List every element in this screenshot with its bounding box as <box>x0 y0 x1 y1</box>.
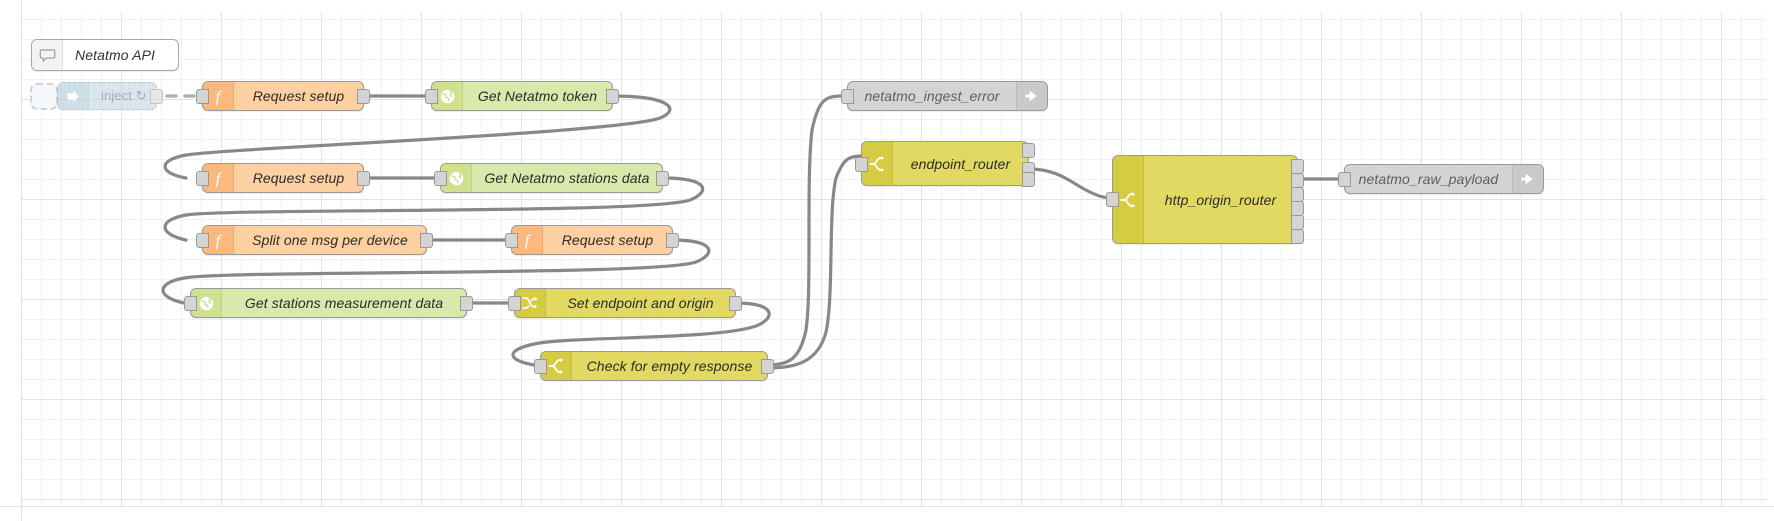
http-request-node-get-netatmo-token[interactable]: Get Netatmo token <box>425 81 619 111</box>
input-port[interactable] <box>196 89 209 104</box>
inject-node-label: inject ↻ <box>101 88 147 103</box>
svg-text:f: f <box>216 169 223 187</box>
input-port[interactable] <box>184 296 197 311</box>
input-port[interactable] <box>434 171 447 186</box>
comment-bubble-icon <box>32 40 63 70</box>
input-port[interactable] <box>196 171 209 186</box>
link-out-node-netatmo-ingest-error[interactable]: netatmo_ingest_error <box>841 81 1048 111</box>
output-port[interactable] <box>656 171 669 186</box>
output-port-5[interactable] <box>1291 215 1304 230</box>
link-out-arrow-icon <box>1016 82 1047 110</box>
node-label: Get Netatmo stations data <box>484 170 650 186</box>
function-node-request-setup-3[interactable]: f Request setup <box>505 225 679 255</box>
canvas-bottom-edge <box>0 506 1774 507</box>
switch-node-http-origin-router[interactable]: http_origin_router <box>1106 155 1304 244</box>
node-label: Get stations measurement data <box>244 295 444 311</box>
function-f-icon: f <box>203 82 234 110</box>
function-f-icon: f <box>203 164 234 192</box>
svg-text:f: f <box>525 231 532 249</box>
output-port[interactable] <box>729 296 742 311</box>
input-port[interactable] <box>1106 192 1119 207</box>
node-label: http_origin_router <box>1164 191 1277 208</box>
output-port-4[interactable] <box>1291 201 1304 216</box>
node-label: netatmo_raw_payload <box>1358 171 1499 187</box>
output-port-1[interactable] <box>1022 143 1035 158</box>
node-label: netatmo_ingest_error <box>864 88 1000 104</box>
switch-branch-icon <box>862 142 893 185</box>
node-label: Request setup <box>252 88 345 104</box>
node-label: Request setup <box>252 170 345 186</box>
comment-node-netatmo-api[interactable]: Netatmo API <box>31 39 179 71</box>
output-port-2[interactable] <box>1291 173 1304 188</box>
drag-placeholder-slot <box>30 83 58 110</box>
svg-text:f: f <box>216 231 223 249</box>
canvas-left-edge <box>21 0 22 521</box>
function-node-split-one-msg-per-device[interactable]: f Split one msg per device <box>196 225 433 255</box>
output-port[interactable] <box>420 233 433 248</box>
input-port[interactable] <box>1338 172 1351 187</box>
output-port-1[interactable] <box>1291 159 1304 174</box>
node-label: Get Netatmo token <box>477 88 598 104</box>
change-node-set-endpoint-and-origin[interactable]: Set endpoint and origin <box>508 288 742 318</box>
output-port[interactable] <box>606 89 619 104</box>
output-port[interactable] <box>666 233 679 248</box>
inject-node[interactable]: inject ↻ <box>57 82 163 110</box>
node-label: Check for empty response <box>586 358 753 374</box>
output-port[interactable] <box>761 359 774 374</box>
output-port[interactable] <box>357 171 370 186</box>
svg-text:f: f <box>216 87 223 105</box>
inject-output-port[interactable] <box>150 89 163 104</box>
http-request-node-get-netatmo-stations-data[interactable]: Get Netatmo stations data <box>434 163 669 193</box>
node-label: Split one msg per device <box>252 232 408 248</box>
input-port[interactable] <box>505 233 518 248</box>
output-port[interactable] <box>357 89 370 104</box>
output-port[interactable] <box>460 296 473 311</box>
input-port[interactable] <box>508 296 521 311</box>
output-port-3[interactable] <box>1022 172 1035 187</box>
link-out-arrow-icon <box>1512 165 1543 193</box>
node-label: Set endpoint and origin <box>567 295 714 311</box>
input-port[interactable] <box>855 157 868 172</box>
function-f-icon: f <box>512 226 543 254</box>
comment-label: Netatmo API <box>75 47 155 63</box>
input-port[interactable] <box>196 233 209 248</box>
function-node-request-setup-2[interactable]: f Request setup <box>196 163 370 193</box>
function-node-request-setup-1[interactable]: f Request setup <box>196 81 370 111</box>
switch-node-endpoint-router[interactable]: endpoint_router <box>855 141 1035 187</box>
inject-arrow-icon <box>58 83 89 109</box>
switch-node-check-for-empty-response[interactable]: Check for empty response <box>534 351 774 381</box>
http-request-node-get-stations-measurement-data[interactable]: Get stations measurement data <box>184 288 473 318</box>
link-out-node-netatmo-raw-payload[interactable]: netatmo_raw_payload <box>1338 164 1544 194</box>
node-label: Request setup <box>561 232 654 248</box>
output-port-3[interactable] <box>1291 187 1304 202</box>
input-port[interactable] <box>841 89 854 104</box>
input-port[interactable] <box>425 89 438 104</box>
output-port-6[interactable] <box>1291 229 1304 244</box>
input-port[interactable] <box>534 359 547 374</box>
node-label: endpoint_router <box>910 155 1011 172</box>
